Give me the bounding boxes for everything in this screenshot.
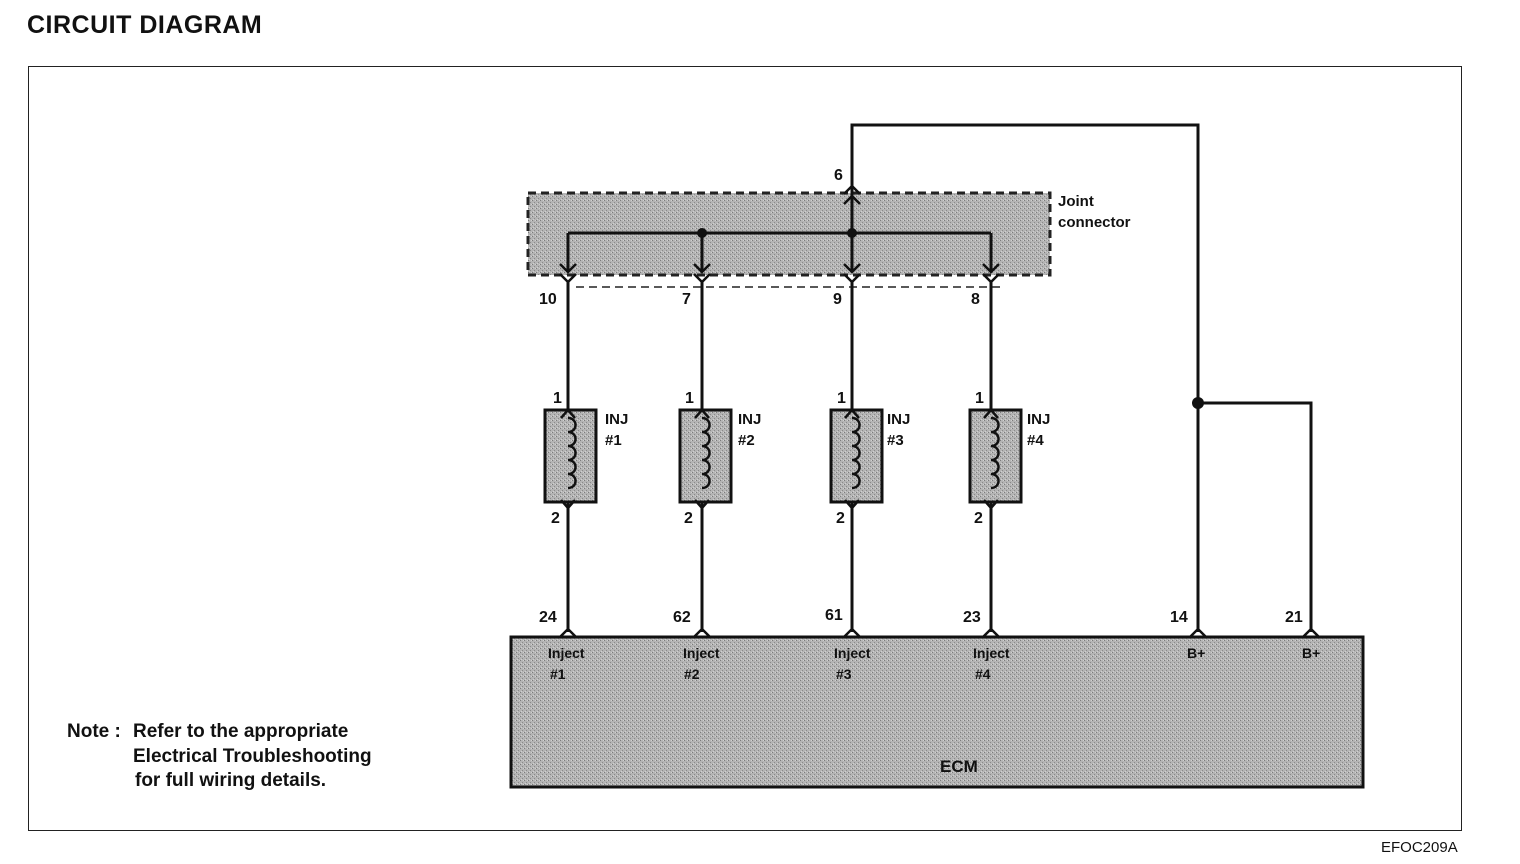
ecm-box — [509, 635, 1365, 789]
joint-bus — [566, 188, 993, 272]
ecm-terminal-label: B+ — [1302, 645, 1320, 661]
injector-coils — [567, 416, 1000, 490]
figure-code: EFOC209A — [1381, 839, 1458, 856]
injector-pin-bottom: 2 — [836, 510, 845, 527]
ecm-pin: 24 — [539, 609, 557, 626]
ecm-pin: 14 — [1170, 609, 1188, 626]
joint-pin-out: 7 — [682, 291, 691, 308]
ecm-terminal-label: Inject — [548, 645, 585, 661]
joint-pin-out: 9 — [833, 291, 842, 308]
injector-pin-chevrons — [560, 408, 999, 510]
note-line: Refer to the appropriate — [133, 721, 349, 742]
injector-pin-top: 1 — [553, 390, 562, 407]
ecm-terminal-label: Inject — [973, 645, 1010, 661]
joint-splice-dot — [847, 228, 857, 238]
injector-pin-top: 1 — [837, 390, 846, 407]
joint-pin-out: 10 — [539, 291, 557, 308]
ecm-pin: 61 — [825, 607, 843, 624]
page-title: CIRCUIT DIAGRAM — [27, 11, 263, 39]
injector-number: #3 — [887, 432, 904, 449]
injector-number: #1 — [605, 432, 622, 449]
joint-connector-label-2: connector — [1058, 214, 1131, 231]
joint-pin-in: 6 — [834, 167, 843, 184]
injector-pin-top: 1 — [975, 390, 984, 407]
ecm-terminal-label: Inject — [834, 645, 871, 661]
ecm-terminal-label: Inject — [683, 645, 720, 661]
joint-pin-out: 8 — [971, 291, 980, 308]
bplus-splice-dot — [1192, 397, 1204, 409]
ecm-terminal-number: #2 — [684, 666, 700, 682]
injector-number: #4 — [1027, 432, 1044, 449]
injector-name: INJ — [1027, 411, 1050, 428]
injector-name: INJ — [605, 411, 628, 428]
injector-number: #2 — [738, 432, 755, 449]
ecm-pin: 23 — [963, 609, 981, 626]
ecm-terminal-number: #4 — [975, 666, 991, 682]
ecm-terminal-number: #3 — [836, 666, 852, 682]
injector-pin-bottom: 2 — [974, 510, 983, 527]
injector-pin-bottom: 2 — [551, 510, 560, 527]
note-prefix: Note : — [67, 721, 121, 742]
injector-pin-bottom: 2 — [684, 510, 693, 527]
ecm-pin: 62 — [673, 609, 691, 626]
diagram-frame — [28, 66, 1462, 831]
note-line: for full wiring details. — [135, 770, 327, 791]
injector-name: INJ — [738, 411, 761, 428]
ecm-terminal-number: #1 — [550, 666, 566, 682]
joint-splice-dot — [697, 228, 707, 238]
joint-connector-label-1: Joint — [1058, 193, 1094, 210]
ecm-label: ECM — [940, 757, 978, 776]
ecm-chevrons — [559, 627, 1320, 638]
ecm-terminal-label: B+ — [1187, 645, 1205, 661]
injector-name: INJ — [887, 411, 910, 428]
note-line: Electrical Troubleshooting — [133, 746, 372, 767]
ecm-pin: 21 — [1285, 609, 1303, 626]
injector-pin-top: 1 — [685, 390, 694, 407]
